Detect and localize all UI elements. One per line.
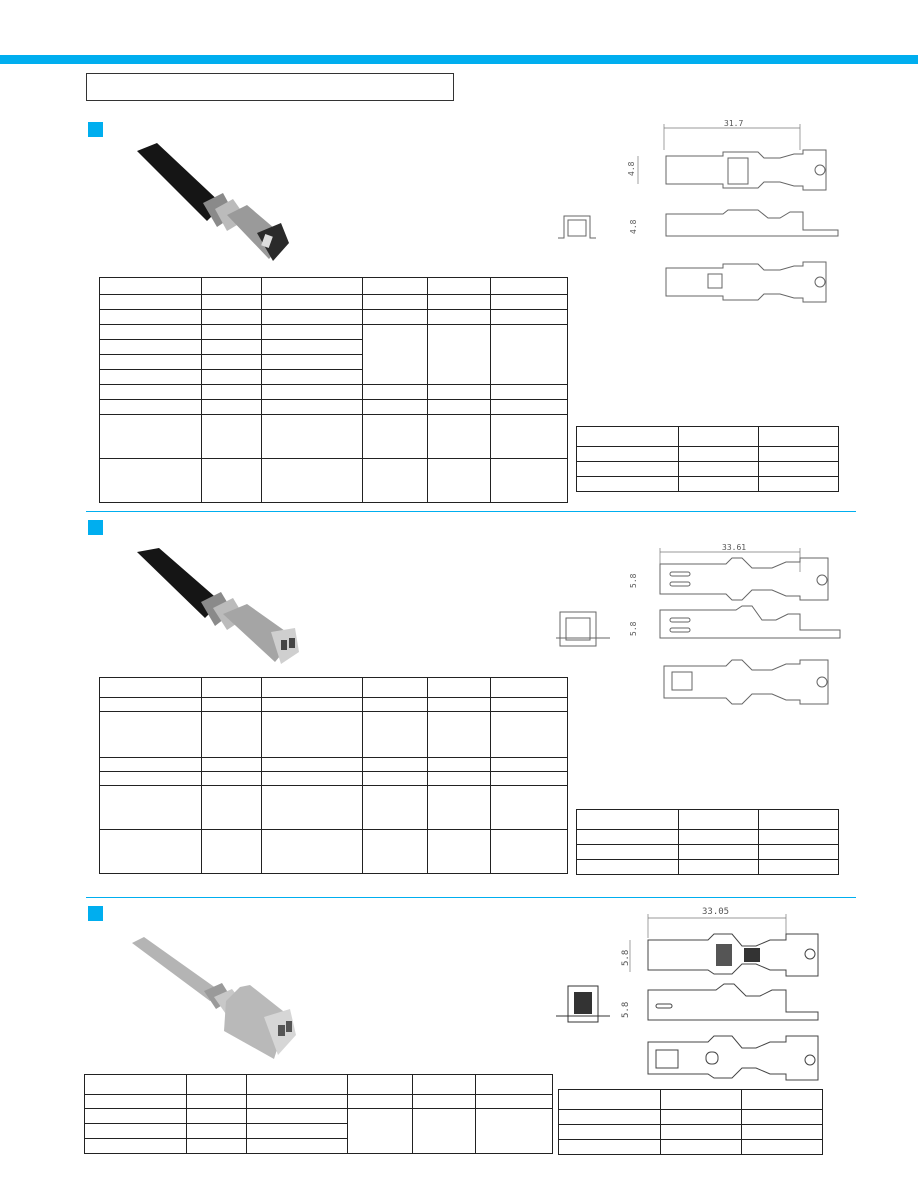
header-accent-bar <box>0 55 918 64</box>
section-2-spec-table <box>99 677 568 874</box>
section-1-product-photo <box>137 143 289 261</box>
section-1-marker <box>88 122 103 137</box>
section-1-spec-table <box>99 277 568 503</box>
section-1-technical-drawing: 31.7 4.8 4.8 <box>558 119 839 303</box>
dimension-width-label: 5.8 <box>621 950 631 966</box>
page-title-box <box>86 73 454 101</box>
section-1-side-table <box>576 426 839 492</box>
dimension-length-label: 33.61 <box>722 543 746 552</box>
dimension-length-label: 33.05 <box>702 907 729 917</box>
section-divider-1 <box>86 511 856 512</box>
section-3-side-table <box>558 1089 823 1155</box>
dimension-width-2-label: 4.8 <box>629 219 638 234</box>
section-divider-2 <box>86 897 856 898</box>
section-3-marker <box>88 906 103 921</box>
dimension-width-label: 4.8 <box>627 161 636 176</box>
section-3-technical-drawing: 33.05 5.8 5.8 <box>556 907 819 1081</box>
section-3-product-photo <box>132 937 296 1059</box>
section-2-product-photo <box>137 548 299 664</box>
dimension-width-2-label: 5.8 <box>629 621 638 636</box>
section-2-technical-drawing: 33.61 5.8 5.8 <box>556 543 841 705</box>
dimension-width-2-label: 5.8 <box>621 1002 631 1018</box>
dimension-length-label: 31.7 <box>724 119 743 128</box>
dimension-width-label: 5.8 <box>629 573 638 588</box>
section-2-side-table <box>576 809 839 875</box>
section-3-spec-table <box>84 1074 553 1154</box>
section-2-marker <box>88 520 103 535</box>
